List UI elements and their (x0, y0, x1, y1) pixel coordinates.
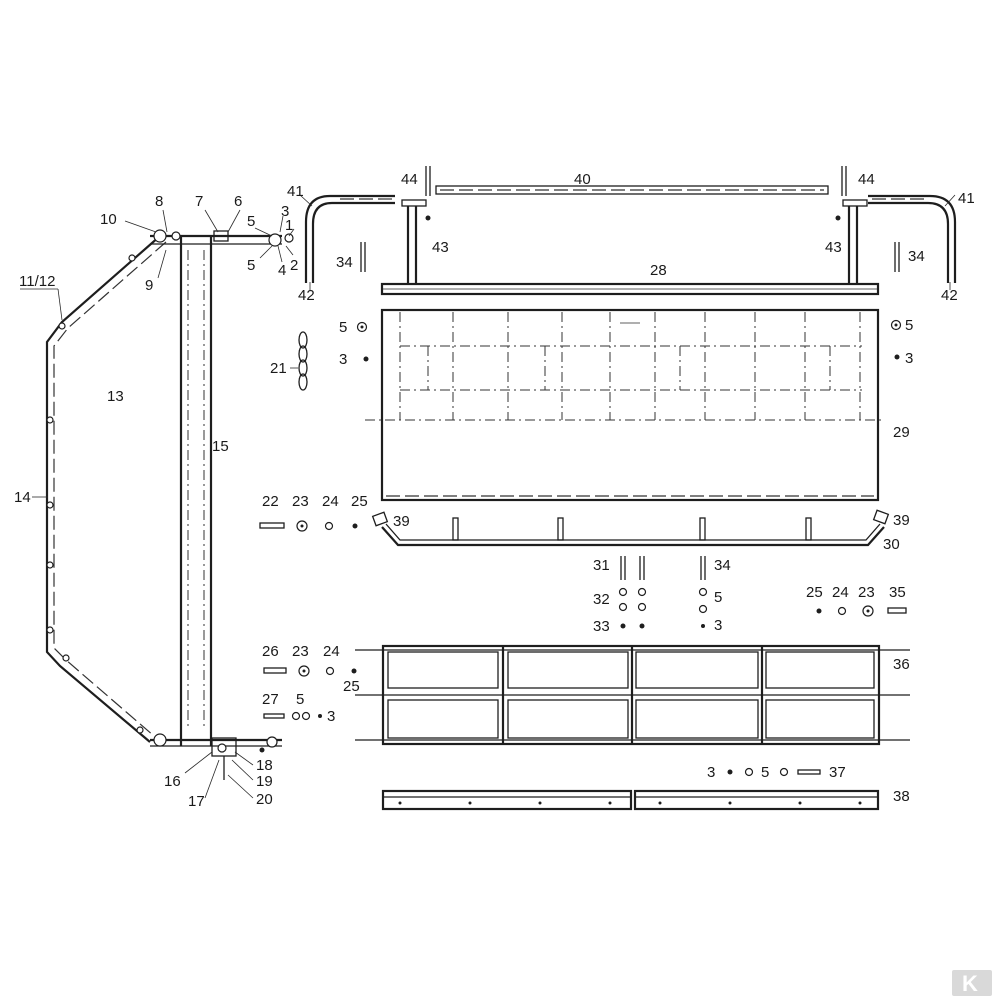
label-p5R: 5 (905, 317, 913, 334)
hardware-row-37 (727, 767, 821, 777)
bracket-rail-30 (371, 509, 890, 547)
brand-logo: K (952, 970, 992, 996)
label-p3c: 3 (327, 708, 335, 725)
label-p3R: 3 (905, 350, 913, 367)
label-p17: 17 (188, 793, 205, 810)
label-p19: 19 (256, 773, 273, 790)
side-panel-assembly (45, 229, 294, 780)
label-p39b: 39 (893, 512, 910, 529)
label-p23c: 23 (858, 584, 875, 601)
label-p5d: 5 (714, 589, 722, 606)
label-p41b: 41 (958, 190, 975, 207)
label-p11-12: 11/12 (19, 273, 55, 290)
label-p25a: 25 (351, 493, 368, 510)
top-handrail-assembly (304, 166, 957, 296)
floor-panel-29 (356, 308, 902, 502)
label-p41a: 41 (287, 183, 304, 200)
label-p28: 28 (650, 262, 667, 279)
label-p15: 15 (212, 438, 229, 455)
label-p5e: 5 (761, 764, 769, 781)
label-p22: 22 (262, 493, 279, 510)
frame-36 (355, 644, 910, 746)
label-p24b: 24 (323, 643, 340, 660)
label-p44a: 44 (401, 171, 418, 188)
label-p3: 3 (281, 203, 289, 220)
label-p27: 27 (262, 691, 279, 708)
label-p43b: 43 (825, 239, 842, 256)
label-p2: 2 (290, 257, 298, 274)
label-p5a: 5 (247, 213, 255, 230)
label-p8: 8 (155, 193, 163, 210)
label-p33: 33 (593, 618, 610, 635)
part-labels: 1 2 3 4 5 5 6 7 8 9 10 11/12 13 14 15 16… (14, 171, 975, 810)
label-p5c: 5 (296, 691, 304, 708)
label-p1: 1 (285, 217, 293, 234)
label-p32: 32 (593, 591, 610, 608)
label-p24a: 24 (322, 493, 339, 510)
label-p34c: 34 (908, 248, 925, 265)
label-p43a: 43 (432, 239, 449, 256)
label-p18: 18 (256, 757, 273, 774)
label-p26: 26 (262, 643, 279, 660)
label-p35: 35 (889, 584, 906, 601)
label-p25b: 25 (343, 678, 360, 695)
label-p4: 4 (278, 262, 286, 279)
label-p42b: 42 (941, 287, 958, 304)
label-p20: 20 (256, 791, 273, 808)
label-p3d: 3 (714, 617, 722, 634)
label-p6: 6 (234, 193, 242, 210)
label-p14: 14 (14, 489, 31, 506)
label-p44b: 44 (858, 171, 875, 188)
label-p39a: 39 (393, 513, 410, 530)
label-p30: 30 (883, 536, 900, 553)
hardware-31-34 (618, 556, 708, 629)
label-p5b: 5 (247, 257, 255, 274)
leader-lines-top (299, 194, 956, 290)
hardware-row-35 (816, 605, 907, 617)
label-p3e: 3 (707, 764, 715, 781)
label-p38: 38 (893, 788, 910, 805)
hardware-row-22-25 (259, 520, 358, 532)
label-p34b: 34 (336, 254, 353, 271)
label-p9: 9 (145, 277, 153, 294)
rails-38 (381, 789, 880, 811)
label-p36: 36 (893, 656, 910, 673)
label-p10: 10 (100, 211, 117, 228)
label-p29: 29 (893, 424, 910, 441)
label-p25c: 25 (806, 584, 823, 601)
logo-letter: K (962, 971, 978, 996)
label-p23b: 23 (292, 643, 309, 660)
label-p21: 21 (270, 360, 287, 377)
leader-lines-left (20, 209, 295, 799)
label-p31: 31 (593, 557, 610, 574)
label-p16: 16 (164, 773, 181, 790)
label-p37: 37 (829, 764, 846, 781)
label-p3L: 3 (339, 351, 347, 368)
hardware-row-26-27 (263, 665, 357, 721)
label-p23a: 23 (292, 493, 309, 510)
label-p13: 13 (107, 388, 124, 405)
label-p24c: 24 (832, 584, 849, 601)
label-p34a: 34 (714, 557, 731, 574)
label-p5L: 5 (339, 319, 347, 336)
chain-21 (290, 331, 308, 391)
label-p42a: 42 (298, 287, 315, 304)
label-p7: 7 (195, 193, 203, 210)
label-p40: 40 (574, 171, 591, 188)
